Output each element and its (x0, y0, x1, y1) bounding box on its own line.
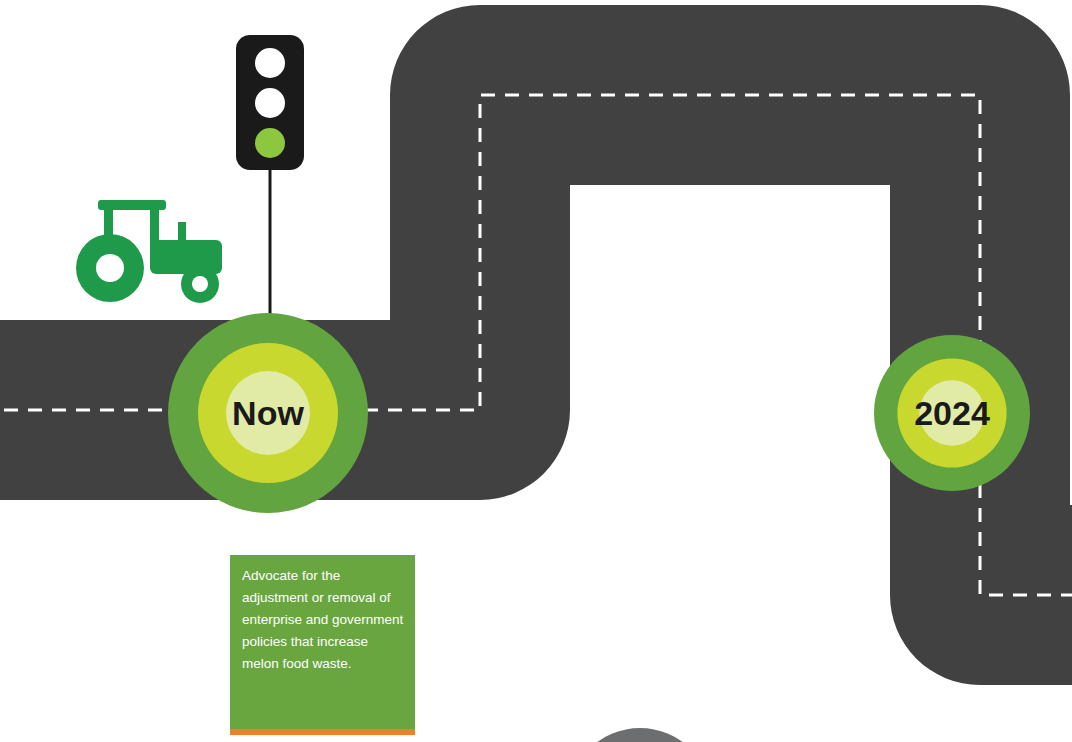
action-text: Advocate for the adjustment or removal o… (242, 565, 407, 675)
milestone-circle: Now (168, 313, 368, 513)
milestone-label: Now (232, 394, 304, 433)
traffic-light-lamp (255, 88, 285, 118)
road-centerline (0, 95, 1072, 595)
traffic-light-pole (269, 168, 272, 318)
road (0, 95, 1072, 595)
tractor-icon (76, 200, 222, 303)
traffic-light-lamp (255, 128, 285, 158)
traffic-light (236, 35, 304, 170)
milestone-label: 2024 (914, 394, 990, 433)
milestone-circle: 2024 (874, 335, 1030, 491)
action-box: Advocate for the adjustment or removal o… (230, 555, 415, 735)
milestone-circle (568, 728, 712, 742)
traffic-light-lamp (255, 48, 285, 78)
